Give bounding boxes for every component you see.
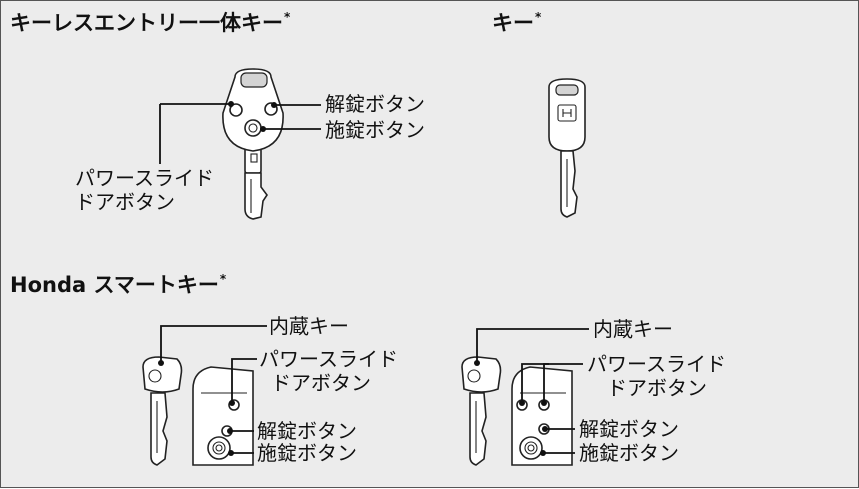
- power-slide-door-label-line1: パワースライド: [75, 166, 214, 190]
- lock-button-label: 施錠ボタン: [579, 441, 679, 465]
- keyless-entry-title: キーレスエントリー一体キー*: [10, 10, 291, 35]
- builtin-key-label: 内蔵キー: [593, 317, 673, 341]
- power-slide-door-label-line2: ドアボタン: [607, 376, 707, 400]
- smart-key-left-illustration: [142, 356, 254, 466]
- key-title: キー*: [492, 10, 542, 35]
- plain-key-illustration: [548, 78, 586, 218]
- smart-key-right-illustration: [461, 356, 573, 466]
- unlock-button-label: 解錠ボタン: [257, 419, 357, 443]
- power-slide-door-label-line2: ドアボタン: [271, 371, 371, 395]
- footnote-mark: *: [535, 10, 542, 24]
- unlock-button-label: 解錠ボタン: [325, 92, 425, 116]
- keyless-entry-key-illustration: [222, 68, 284, 220]
- footnote-mark: *: [219, 272, 227, 286]
- power-slide-door-label-line1: パワースライド: [259, 347, 398, 371]
- builtin-key-label: 内蔵キー: [269, 314, 349, 338]
- power-slide-door-label-line2: ドアボタン: [75, 190, 175, 214]
- lock-button-label: 施錠ボタン: [325, 118, 425, 142]
- footnote-mark: *: [284, 10, 291, 24]
- power-slide-door-label-line1: パワースライド: [587, 352, 726, 376]
- smart-key-title: Honda スマートキー*: [10, 272, 227, 297]
- lock-button-label: 施錠ボタン: [257, 441, 357, 465]
- unlock-button-label: 解錠ボタン: [579, 417, 679, 441]
